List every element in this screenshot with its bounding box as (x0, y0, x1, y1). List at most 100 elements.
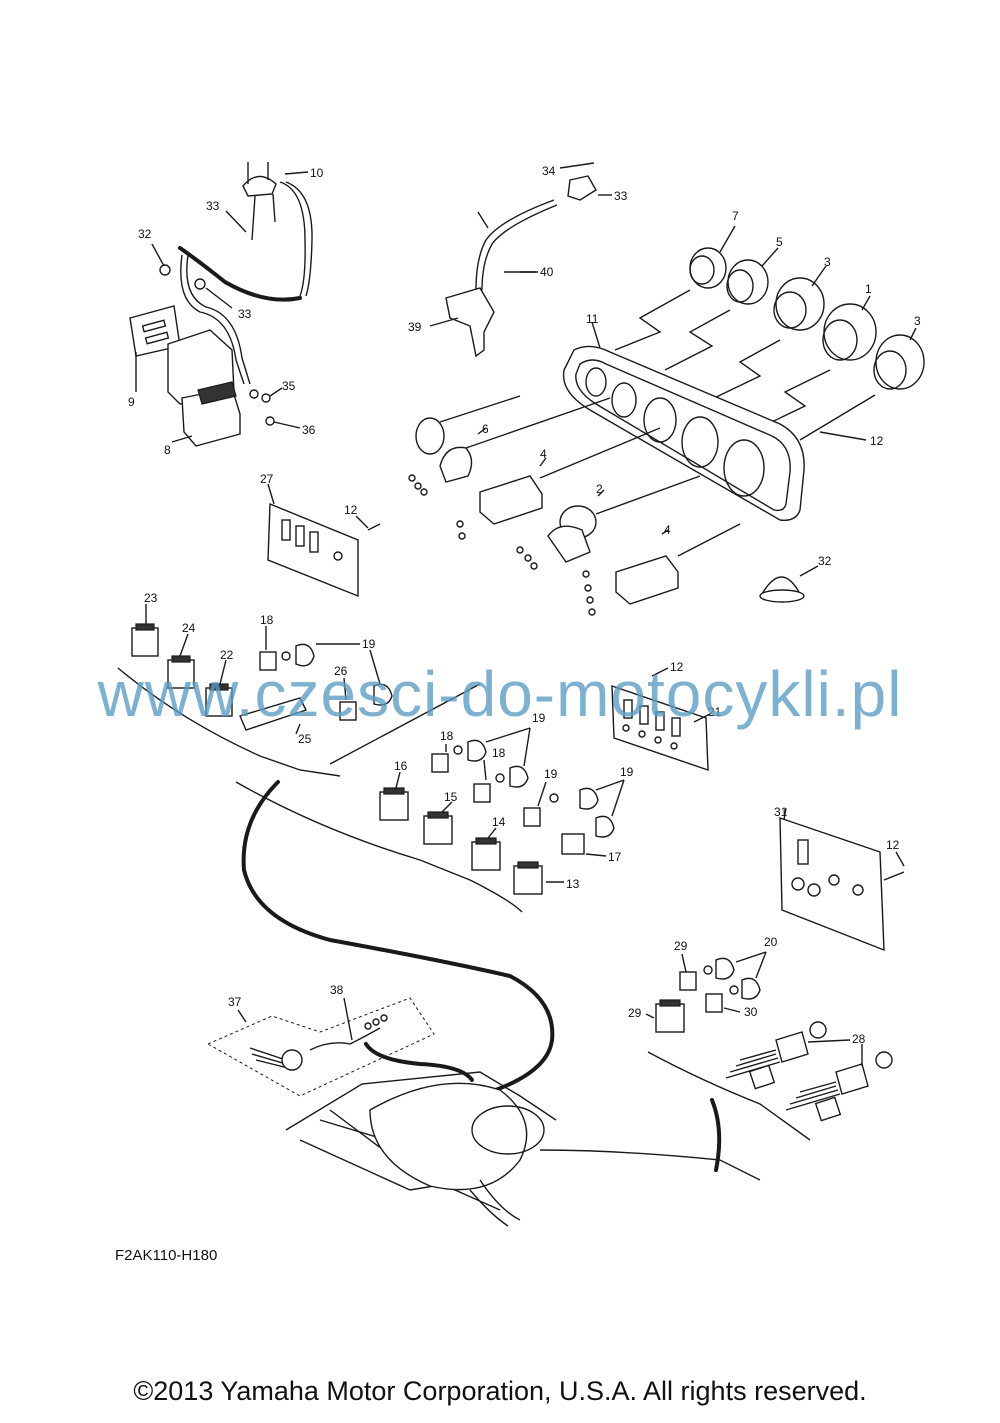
callout-label: 26 (334, 664, 348, 678)
callout-label: 4 (540, 447, 547, 461)
gauge-3a (773, 277, 825, 331)
guide-lines-gauges (614, 289, 876, 441)
leaders-top-middle (429, 194, 612, 327)
callout-label: 12 (344, 503, 358, 517)
part-4-bracket-a (456, 475, 543, 540)
part-32-clip (159, 264, 171, 276)
part-40-cable (475, 199, 555, 291)
callout-label: 38 (330, 983, 344, 997)
wire-b (186, 254, 251, 385)
callout-label: 4 (664, 523, 671, 537)
part-2-bezel (516, 505, 597, 570)
callout-label: 5 (776, 235, 783, 249)
callout-label: 8 (164, 443, 171, 457)
callout-label: 29 (628, 1006, 642, 1020)
callout-label: 10 (310, 166, 324, 180)
gauge-1 (822, 303, 877, 361)
callout-label: 19 (532, 711, 546, 725)
part-38-bracket (445, 287, 495, 358)
part-10-hatch (242, 162, 313, 297)
callout-label: 35 (282, 379, 296, 393)
callout-label: 25 (298, 732, 312, 746)
callout-label: 7 (732, 209, 739, 223)
callout-label: 19 (544, 767, 558, 781)
callout-label: 13 (566, 877, 580, 891)
figure-code: F2AK110-H180 (115, 1247, 218, 1264)
part-12-screw-right (819, 431, 867, 441)
leaders-gauges (719, 225, 917, 341)
callout-label: 11 (586, 312, 599, 326)
callout-label: 21 (708, 705, 722, 719)
callout-label: 31 (774, 805, 788, 819)
switches-upper (117, 604, 393, 777)
part-34-screws (249, 389, 271, 403)
part-33-screw (194, 278, 206, 290)
leader-11 (591, 321, 601, 349)
copyright-notice: ©2013 Yamaha Motor Corporation, U.S.A. A… (133, 1376, 867, 1406)
part-31-cap (759, 565, 819, 603)
part-26-plate (267, 483, 359, 598)
main-cable (241, 780, 555, 1094)
callout-label: 15 (444, 790, 458, 804)
callout-label: 32 (818, 554, 832, 568)
part-36-37-group (207, 997, 435, 1097)
hull-outline (285, 1071, 761, 1227)
callout-label: 14 (492, 815, 506, 829)
switches-lower-right (645, 951, 811, 1141)
callout-labels: 1 2 3 3 4 4 5 6 7 8 9 10 11 12 12 12 12 … (128, 164, 921, 1046)
callout-label: 3 (914, 314, 921, 328)
cable-36 (364, 1042, 474, 1082)
callout-label: 40 (540, 265, 554, 279)
callout-label: 32 (138, 227, 152, 241)
wire-a (180, 254, 245, 385)
callout-label: 33 (238, 307, 252, 321)
callout-label: 18 (440, 729, 454, 743)
callout-label: 19 (620, 765, 634, 779)
callout-label: 39 (408, 320, 422, 334)
callout-label: 37 (228, 995, 242, 1009)
part-20-plate (611, 667, 711, 771)
part-30-plate (779, 807, 905, 952)
callout-label: 16 (394, 759, 408, 773)
gauge-3b (873, 334, 925, 390)
callout-label: 33 (614, 189, 628, 203)
part-33-top-screw (559, 162, 595, 169)
gauge-5 (726, 259, 769, 305)
callout-label: 6 (482, 422, 489, 436)
part-40-cable-b (481, 204, 558, 291)
gauge-7 (689, 247, 727, 289)
part-11-instrument-panel (562, 345, 805, 521)
cable-27 (710, 1098, 722, 1172)
callout-label: 20 (764, 935, 778, 949)
callout-label: 23 (144, 591, 158, 605)
callout-label: 18 (492, 746, 506, 760)
cable-a (178, 246, 302, 302)
watermark-text: www.czesci-do-motocykli.pl (97, 658, 903, 730)
callout-label: 1 (865, 282, 872, 296)
part-35-screw (265, 416, 275, 426)
leader-12-mid (355, 515, 369, 529)
callout-label: 28 (852, 1032, 866, 1046)
guide-lines-bezels (439, 395, 741, 557)
leaders-top-left (135, 171, 309, 443)
callout-label: 19 (362, 637, 376, 651)
callout-label: 36 (302, 423, 316, 437)
part-32-top-clip (567, 175, 597, 201)
part-27-harnesses (725, 1021, 893, 1122)
callout-label: 22 (220, 648, 234, 662)
callout-label: 29 (674, 939, 688, 953)
callout-label: 12 (886, 838, 900, 852)
callout-label: 27 (260, 472, 274, 486)
callout-label: 12 (870, 434, 884, 448)
part-6-bezel (408, 417, 473, 496)
callout-label: 34 (542, 164, 556, 178)
callout-label: 33 (206, 199, 220, 213)
callout-label: 9 (128, 395, 135, 409)
part-12-screw-mid (367, 523, 381, 531)
callout-label: 17 (608, 850, 622, 864)
callout-label: 2 (596, 482, 603, 496)
callout-label: 3 (824, 255, 831, 269)
part-4-bracket-b (582, 555, 679, 616)
part-8-box (167, 329, 241, 447)
